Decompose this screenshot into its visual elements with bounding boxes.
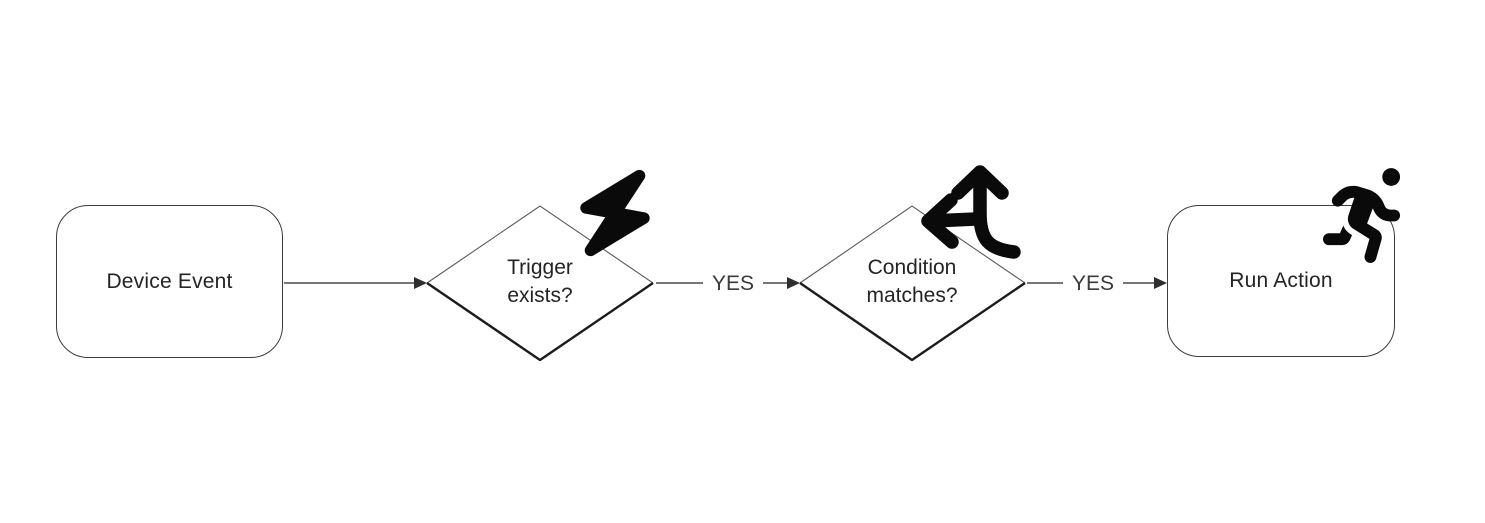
- node-run-action-label: Run Action: [1229, 269, 1333, 292]
- edge-condition-to-action: [1027, 277, 1167, 289]
- arrowhead-icon: [414, 277, 427, 289]
- edge-label-yes-2: YES: [1063, 269, 1123, 299]
- edge-trigger-to-condition: [656, 277, 800, 289]
- lightning-bolt-icon: [580, 169, 650, 257]
- edge-device-to-trigger: [284, 277, 427, 289]
- node-device-event[interactable]: Device Event: [56, 205, 283, 358]
- split-arrows-icon: [921, 165, 1021, 259]
- node-condition-matches-shape[interactable]: [799, 205, 1026, 362]
- node-device-event-label: Device Event: [106, 269, 233, 293]
- arrowhead-icon: [787, 277, 800, 289]
- arrowhead-icon: [1154, 277, 1167, 289]
- edge-label-yes-1: YES: [703, 269, 763, 299]
- person-running-icon: [1323, 168, 1401, 263]
